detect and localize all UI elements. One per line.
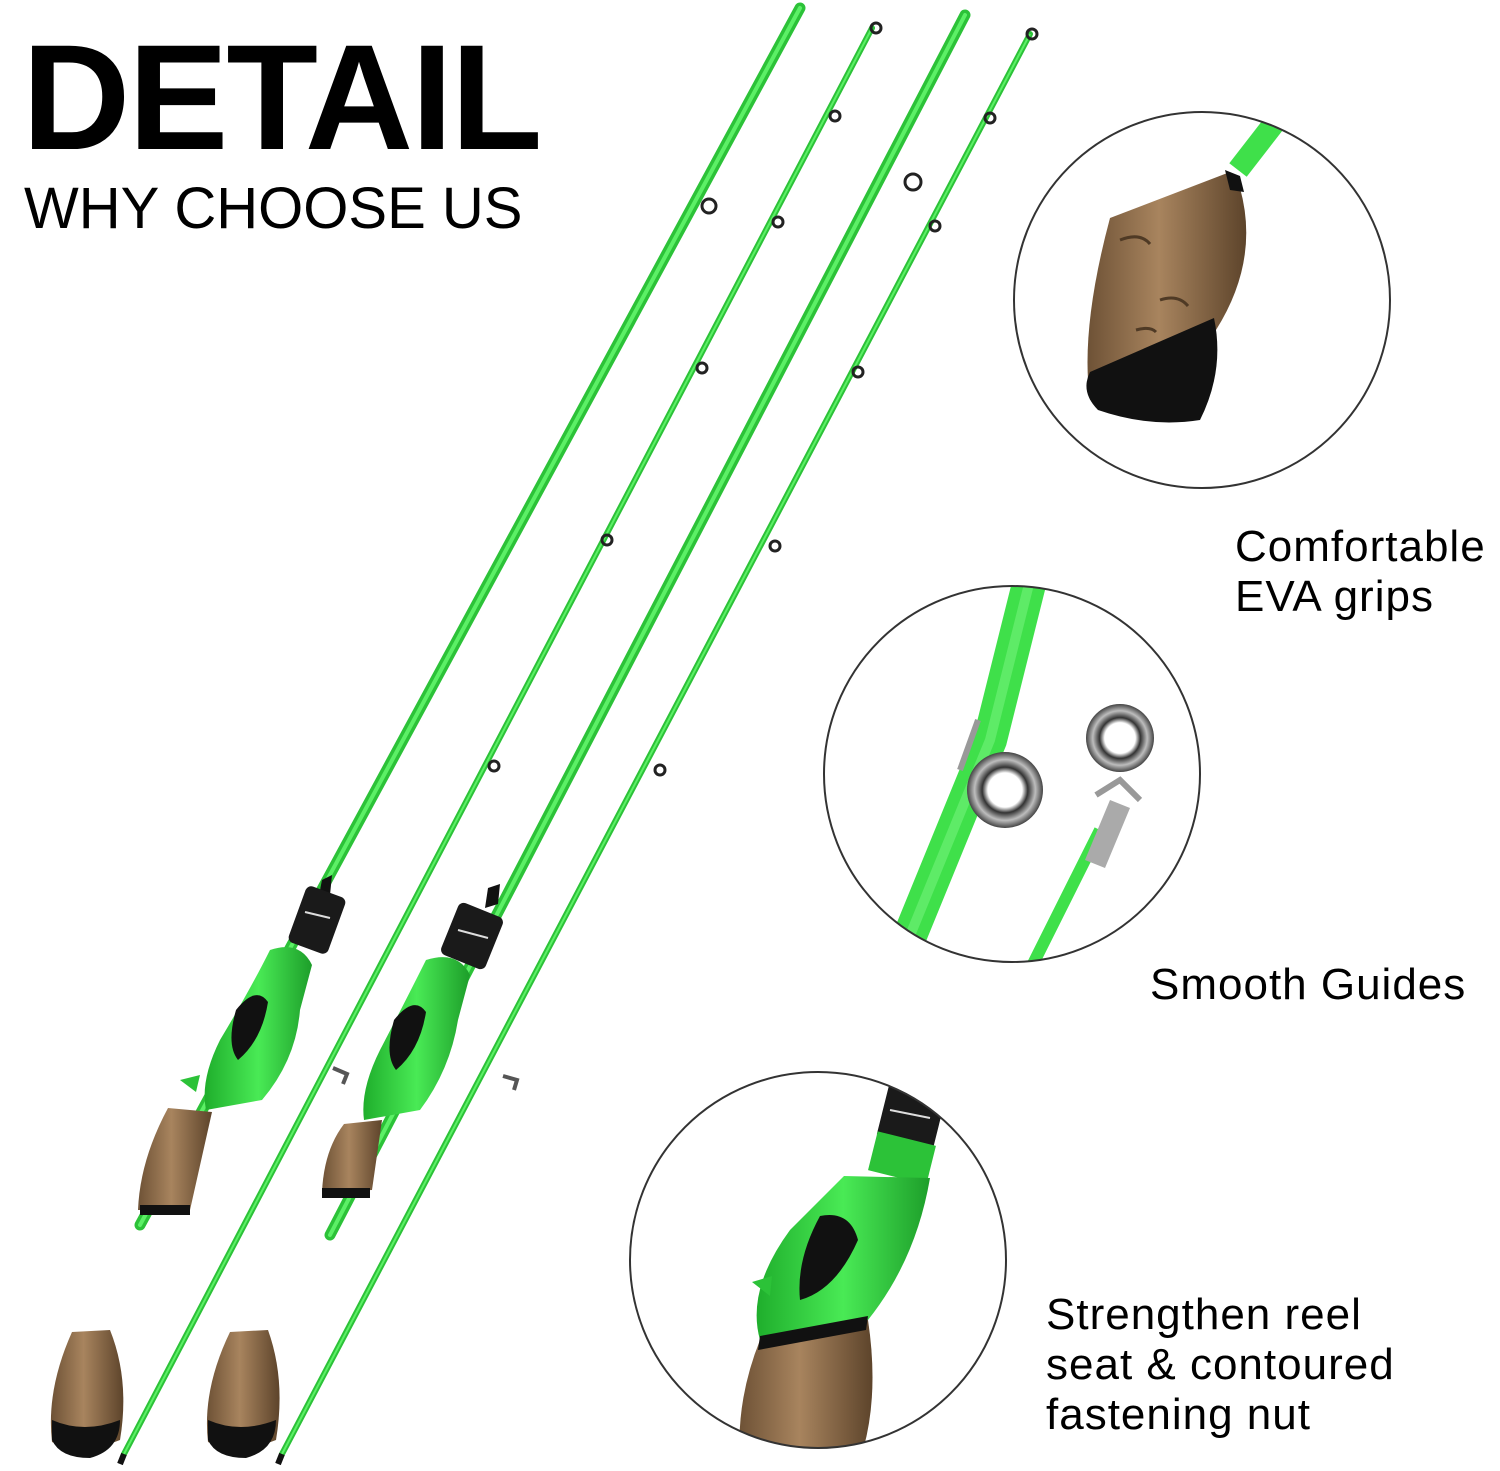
detail-circle-reel-seat xyxy=(629,1071,1007,1449)
page-title: DETAIL xyxy=(22,13,542,181)
hook-keeper-2-icon xyxy=(502,1074,520,1091)
feature-label-guides: Smooth Guides xyxy=(1150,960,1467,1009)
rod-2-guides xyxy=(653,27,1039,777)
rod-handle-1 xyxy=(50,875,346,1458)
rod-handle-2 xyxy=(206,884,503,1458)
rod-1-guides xyxy=(487,21,883,773)
feature-label-grips: Comfortable EVA grips xyxy=(1235,522,1486,621)
detail-circle-grips xyxy=(1013,111,1391,489)
detail-circle-guides xyxy=(823,585,1201,963)
feature-label-reel-seat: Strengthen reel seat & contoured fasteni… xyxy=(1046,1290,1395,1439)
hook-keeper-1-icon xyxy=(332,1066,350,1085)
page-subtitle: WHY CHOOSE US xyxy=(24,176,523,241)
